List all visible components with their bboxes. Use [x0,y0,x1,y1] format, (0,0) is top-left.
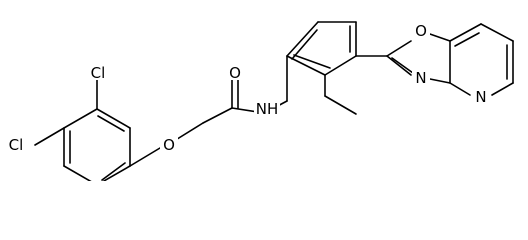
amide-nh-atom: NH [256,100,279,118]
ether-oxygen-atom: O [163,136,175,154]
bond [391,57,414,74]
bond [286,21,319,57]
bond [449,82,471,96]
bond [96,108,131,129]
ether-oxygen-bg [160,136,178,152]
bond [324,95,357,115]
bond [129,147,161,167]
bond [324,55,357,76]
bond [173,122,204,142]
chlorine-atom-left: Cl [9,136,24,154]
oxazole-oxygen-bg [412,22,430,38]
bond [102,165,131,181]
chlorine-label-bg [86,64,110,80]
bond [293,54,331,69]
bond [449,23,482,42]
bond [202,107,233,124]
chlorine-atom-top: Cl [91,64,106,82]
bond [97,115,125,132]
bond [63,165,92,181]
chlorine-label-bg [4,136,28,152]
bond [491,82,514,96]
atom-labels-layer: Cl Cl O O NH O N N [4,22,490,154]
bond [291,29,318,60]
molecule-canvas: Cl Cl O O NH O N N [4,21,514,181]
carbonyl-oxygen-bg [226,64,244,80]
amide-nitrogen-bg [254,100,280,116]
bond [101,162,126,181]
oxazole-nitrogen-bg [412,69,430,85]
chemical-structure-diagram: Cl Cl O O NH O N N [4,21,514,181]
bonds-layer [34,21,514,181]
bond [63,108,98,129]
bond [386,55,412,76]
pyridine-nitrogen-bg [472,88,490,104]
carbonyl-oxygen-atom: O [229,64,241,82]
bond [231,107,259,113]
pyridine-nitrogen-atom: N [475,88,486,106]
bond [454,32,480,47]
bond [426,32,451,42]
oxazole-oxygen-atom: O [415,22,427,40]
bond [286,55,326,76]
bond [480,23,514,42]
bond [386,40,412,57]
oxazole-nitrogen-atom: N [415,69,426,87]
bond [34,127,65,146]
